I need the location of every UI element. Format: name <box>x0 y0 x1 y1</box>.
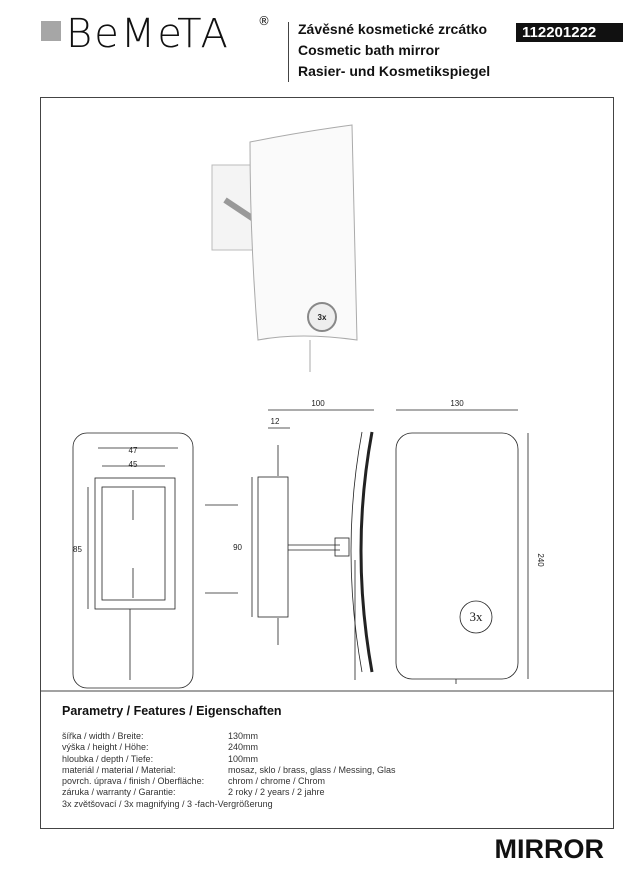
feature-value: chrom / chrome / Chrom <box>228 776 326 787</box>
feature-row: výška / height / Höhe: 240mm <box>62 742 396 753</box>
feature-value: 130mm <box>228 731 259 741</box>
feature-row: šířka / width / Breite: 130mm <box>62 731 396 742</box>
feature-row: materiál / material / Material: mosaz, sk… <box>62 765 396 776</box>
feature-note: 3x zvětšovací / 3x magnifying / 3 -fach-… <box>62 798 273 809</box>
features-section: Parametry / Features / Eigenschaften šíř… <box>62 704 396 810</box>
feature-label: záruka / warranty / Garantie: <box>62 787 176 798</box>
feature-row: povrch. úprava / finish / Oberfläche: chr… <box>62 776 396 787</box>
header-divider <box>288 22 289 82</box>
product-titles: Závěsné kosmetické zrcátko Cosmetic bath… <box>298 19 490 82</box>
dim-width: 130 <box>450 399 464 408</box>
photo-badge: 3x <box>318 313 327 322</box>
technical-drawing: 3x 47 45 85 100 12 90 130 240 3x <box>40 124 614 692</box>
feature-row: hloubka / depth / Tiefe: 100mm <box>62 754 396 765</box>
dim-plate-inner: 45 <box>129 460 138 469</box>
feature-label: povrch. úprava / finish / Oberfläche: <box>62 776 205 787</box>
feature-label: šířka / width / Breite: <box>62 731 144 741</box>
dim-height: 240 <box>536 553 545 567</box>
feature-value: 100mm <box>228 753 259 764</box>
brand-logo: BeMeTA <box>66 11 230 57</box>
feature-label: hloubka / depth / Tiefe: <box>62 753 154 764</box>
dim-bracket: 90 <box>233 543 242 552</box>
feature-value: mosaz, sklo / brass, glass / Messing, Gl… <box>228 764 396 775</box>
dim-plate-outer: 47 <box>129 446 138 455</box>
registered-mark: ® <box>258 14 270 28</box>
dim-depth: 100 <box>311 399 325 408</box>
drawing-frame <box>40 97 614 829</box>
dim-plate-height: 85 <box>73 545 82 554</box>
feature-row: záruka / warranty / Garantie: 2 roky / 2 … <box>62 787 396 798</box>
feature-value: 240mm <box>228 742 259 753</box>
logo-mark <box>41 21 61 41</box>
product-photo: 3x <box>211 124 358 372</box>
title-cz: Závěsné kosmetické zrcátko <box>298 21 488 37</box>
category-label: MIRROR <box>494 834 605 864</box>
back-plate-view <box>72 432 194 689</box>
dim-offset: 12 <box>271 417 280 426</box>
features-heading: Parametry / Features / Eigenschaften <box>62 704 282 718</box>
title-en: Cosmetic bath mirror <box>298 42 440 58</box>
magnify-badge: 3x <box>470 609 484 624</box>
title-de: Rasier- und Kosmetikspiegel <box>298 63 491 79</box>
front-view <box>395 409 529 684</box>
feature-label: výška / height / Höhe: <box>62 742 149 753</box>
side-view <box>205 409 374 680</box>
feature-value: 2 roky / 2 years / 2 jahre <box>228 787 325 798</box>
feature-label: materiál / material / Material: <box>62 764 176 775</box>
product-code: 112201222 <box>516 23 623 42</box>
